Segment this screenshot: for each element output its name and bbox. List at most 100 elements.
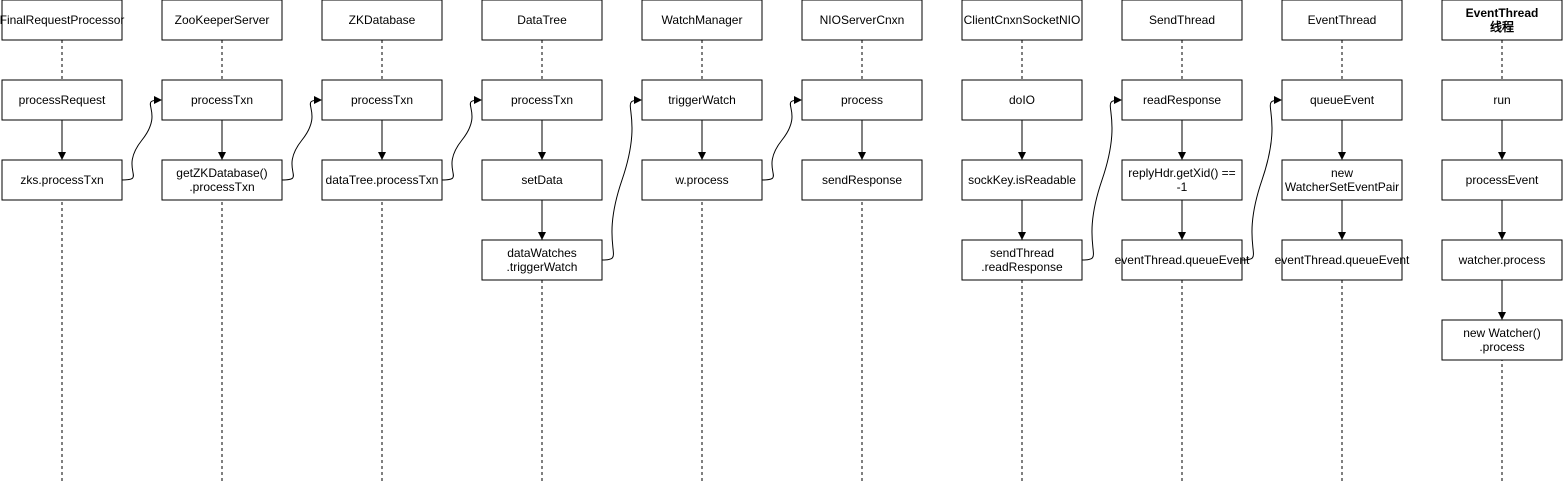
eventthread-queueevent-box: eventThread.queueEvent <box>1275 239 1410 281</box>
getzkdatabase-processtxn-box-label: getZKDatabase() <box>176 166 267 180</box>
finalrequestprocessor-header-rect <box>1 0 123 41</box>
zookeeperserver-header-label: ZooKeeperServer <box>175 13 270 27</box>
replyhdr-getxid-1-box: replyHdr.getXid() ==-1 <box>1121 159 1243 201</box>
call-connector <box>601 96 642 261</box>
sendthread-header: SendThread <box>1121 0 1243 41</box>
eventthread-header-rect <box>1281 0 1403 41</box>
nioservercnxn-header-rect <box>801 0 923 41</box>
clientcnxnsocketnio-header-rect <box>961 0 1083 41</box>
datatree-header-rect <box>481 0 603 41</box>
processtxn-box: processTxn <box>321 79 443 121</box>
getzkdatabase-processtxn-box-label: .processTxn <box>189 180 254 194</box>
sendresponse-box-label: sendResponse <box>822 173 902 187</box>
triggerwatch-box-label: triggerWatch <box>668 93 736 107</box>
eventthread-header-label: 线程 <box>1490 19 1514 34</box>
sendthread-readresponse-box-label: .readResponse <box>981 260 1063 274</box>
getzkdatabase-processtxn-box-rect <box>161 159 283 201</box>
sockkey-isreadable-box-label: sockKey.isReadable <box>968 173 1076 187</box>
w-process-box-rect <box>641 159 763 201</box>
process-box: process <box>801 79 923 121</box>
datatree-processtxn-box-rect <box>321 159 443 201</box>
run-box: run <box>1441 79 1563 121</box>
readresponse-box-label: readResponse <box>1143 93 1221 107</box>
call-connector <box>121 96 162 181</box>
queueevent-box: queueEvent <box>1281 79 1403 121</box>
watchmanager-header: WatchManager <box>641 0 763 41</box>
processtxn-box-rect <box>481 79 603 121</box>
processtxn-box-label: processTxn <box>191 93 253 107</box>
zks-processtxn-box-rect <box>1 159 123 201</box>
processtxn-box-rect <box>321 79 443 121</box>
processtxn-box: processTxn <box>161 79 283 121</box>
finalrequestprocessor-header-label: FinalRequestProcessor <box>0 13 124 27</box>
doio-box-label: doIO <box>1009 93 1035 107</box>
watcher-process-box: watcher.process <box>1441 239 1563 281</box>
processtxn-box-rect <box>161 79 283 121</box>
eventthread-queueevent-box-label: eventThread.queueEvent <box>1115 253 1250 267</box>
replyhdr-getxid-1-box-label: -1 <box>1177 180 1188 194</box>
w-process-box-label: w.process <box>674 173 728 187</box>
eventthread-header-label: EventThread <box>1466 6 1539 20</box>
processrequest-box: processRequest <box>1 79 123 121</box>
eventthread-header: EventThread <box>1281 0 1403 41</box>
setdata-box-label: setData <box>521 173 563 187</box>
zks-processtxn-box-label: zks.processTxn <box>20 173 103 187</box>
zkdatabase-header-rect <box>321 0 443 41</box>
datawatches-triggerwatch-box-label: .triggerWatch <box>507 260 578 274</box>
call-connector <box>761 96 802 181</box>
clientcnxnsocketnio-header: ClientCnxnSocketNIO <box>961 0 1083 41</box>
arrows-layer <box>58 96 1506 320</box>
new-watcher-process-box-label: .process <box>1479 340 1524 354</box>
zks-processtxn-box: zks.processTxn <box>1 159 123 201</box>
boxes-layer: FinalRequestProcessor processRequest zks.p… <box>0 0 1563 361</box>
eventthread-queueevent-box-rect <box>1121 239 1243 281</box>
watchmanager-header-rect <box>641 0 763 41</box>
finalrequestprocessor-header: FinalRequestProcessor <box>0 0 124 41</box>
sendthread-header-label: SendThread <box>1149 13 1215 27</box>
eventthread-header-rect <box>1441 0 1563 41</box>
replyhdr-getxid-1-box-rect <box>1121 159 1243 201</box>
process-box-rect <box>801 79 923 121</box>
call-connector <box>1081 96 1122 261</box>
datawatches-triggerwatch-box-label: dataWatches <box>507 246 577 260</box>
setdata-box: setData <box>481 159 603 201</box>
processrequest-box-label: processRequest <box>19 93 106 107</box>
replyhdr-getxid-1-box-label: replyHdr.getXid() == <box>1128 166 1235 180</box>
readresponse-box-rect <box>1121 79 1243 121</box>
zkdatabase-header-label: ZKDatabase <box>349 13 416 27</box>
sendresponse-box: sendResponse <box>801 159 923 201</box>
datatree-header: DataTree <box>481 0 603 41</box>
new-watcher-process-box-label: new Watcher() <box>1463 326 1541 340</box>
processtxn-box-label: processTxn <box>511 93 573 107</box>
setdata-box-rect <box>481 159 603 201</box>
zkdatabase-header: ZKDatabase <box>321 0 443 41</box>
sockkey-isreadable-box-rect <box>961 159 1083 201</box>
queueevent-box-label: queueEvent <box>1310 93 1375 107</box>
zookeeperserver-header: ZooKeeperServer <box>161 0 283 41</box>
new-watcher-process-box: new Watcher().process <box>1441 319 1563 361</box>
triggerwatch-box: triggerWatch <box>641 79 763 121</box>
new-watcherseteventpair-box-rect <box>1281 159 1403 201</box>
triggerwatch-box-rect <box>641 79 763 121</box>
processevent-box-label: processEvent <box>1466 173 1539 187</box>
sendresponse-box-rect <box>801 159 923 201</box>
datatree-processtxn-box-label: dataTree.processTxn <box>326 173 439 187</box>
watcher-process-box-rect <box>1441 239 1563 281</box>
readresponse-box: readResponse <box>1121 79 1243 121</box>
getzkdatabase-processtxn-box: getZKDatabase().processTxn <box>161 159 283 201</box>
doio-box: doIO <box>961 79 1083 121</box>
processevent-box-rect <box>1441 159 1563 201</box>
nioservercnxn-header-label: NIOServerCnxn <box>820 13 905 27</box>
processtxn-box-label: processTxn <box>351 93 413 107</box>
watcher-process-box-label: watcher.process <box>1458 253 1546 267</box>
processevent-box: processEvent <box>1441 159 1563 201</box>
call-connector <box>441 96 482 181</box>
eventthread-header-label: EventThread <box>1308 13 1377 27</box>
new-watcherseteventpair-box-label: WatcherSetEventPair <box>1285 180 1399 194</box>
new-watcherseteventpair-box-label: new <box>1331 166 1353 180</box>
run-box-label: run <box>1493 93 1510 107</box>
call-connector <box>281 96 322 181</box>
w-process-box: w.process <box>641 159 763 201</box>
